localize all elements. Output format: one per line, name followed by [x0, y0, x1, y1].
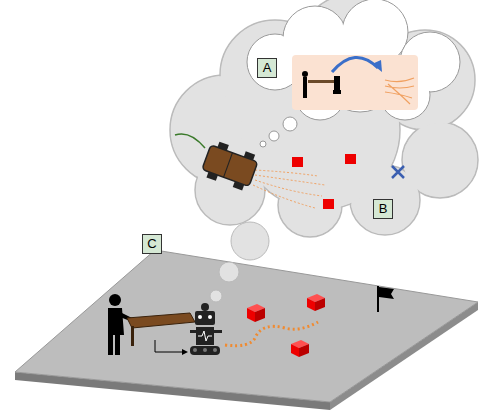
goal-flag	[378, 286, 394, 312]
thought-bubble	[283, 117, 297, 131]
thought-bubble	[260, 141, 266, 147]
red-cube	[247, 304, 265, 322]
callout-letter: A	[257, 58, 277, 78]
red-cube	[307, 294, 325, 311]
thought-bubble	[210, 290, 222, 302]
red-cube	[291, 340, 309, 357]
table-leg	[131, 326, 134, 346]
thought-bubble	[269, 131, 279, 141]
person	[108, 294, 132, 355]
goal-mark	[392, 166, 404, 178]
obstacle	[323, 199, 334, 209]
axis-head	[182, 349, 188, 355]
floor	[15, 250, 478, 402]
obstacle	[345, 154, 356, 164]
robot-topdown	[175, 134, 325, 208]
axis-marker	[155, 340, 182, 352]
callout-letter: C	[142, 234, 162, 254]
thought-bubble	[219, 262, 239, 282]
table	[127, 313, 195, 328]
obstacle	[292, 157, 303, 167]
callout-letter: B	[373, 199, 393, 219]
swap-inset	[292, 55, 418, 110]
thought-cloud	[170, 0, 478, 237]
robot	[190, 303, 222, 355]
thought-bubble	[231, 222, 269, 260]
inner-cloud	[247, 0, 460, 120]
